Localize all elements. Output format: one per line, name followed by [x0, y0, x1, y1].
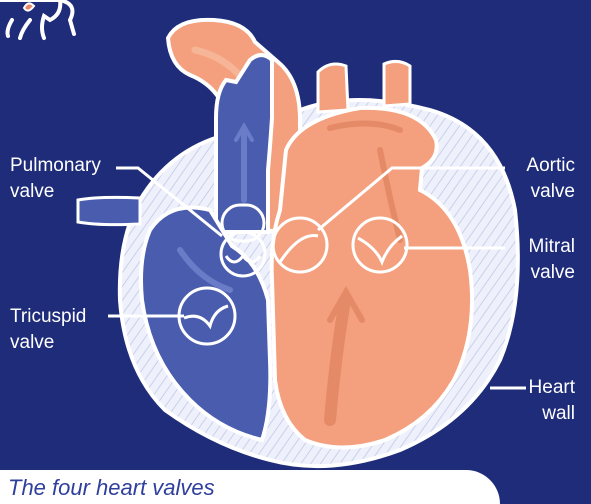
pulmonary-vein-left	[318, 64, 348, 112]
label-line: Aortic	[526, 153, 575, 179]
pulmonary-vein-right	[384, 61, 410, 106]
caption: The four heart valves	[8, 475, 215, 501]
label-pulmonary-valve: Pulmonary valve	[10, 153, 101, 205]
label-line: valve	[526, 179, 575, 205]
label-mitral-valve: Mitral valve	[529, 234, 575, 286]
label-tricuspid-valve: Tricuspid valve	[10, 304, 86, 356]
label-line: valve	[10, 179, 101, 205]
label-line: Tricuspid	[10, 304, 86, 330]
label-heart-wall: Heart wall	[529, 375, 575, 427]
label-line: Mitral	[529, 234, 575, 260]
label-line: Heart	[529, 375, 575, 401]
label-line: valve	[529, 260, 575, 286]
label-aortic-valve: Aortic valve	[526, 153, 575, 205]
label-line: Pulmonary	[10, 153, 101, 179]
label-line: valve	[10, 330, 86, 356]
label-line: wall	[529, 401, 575, 427]
mascot-logo	[0, 0, 74, 38]
